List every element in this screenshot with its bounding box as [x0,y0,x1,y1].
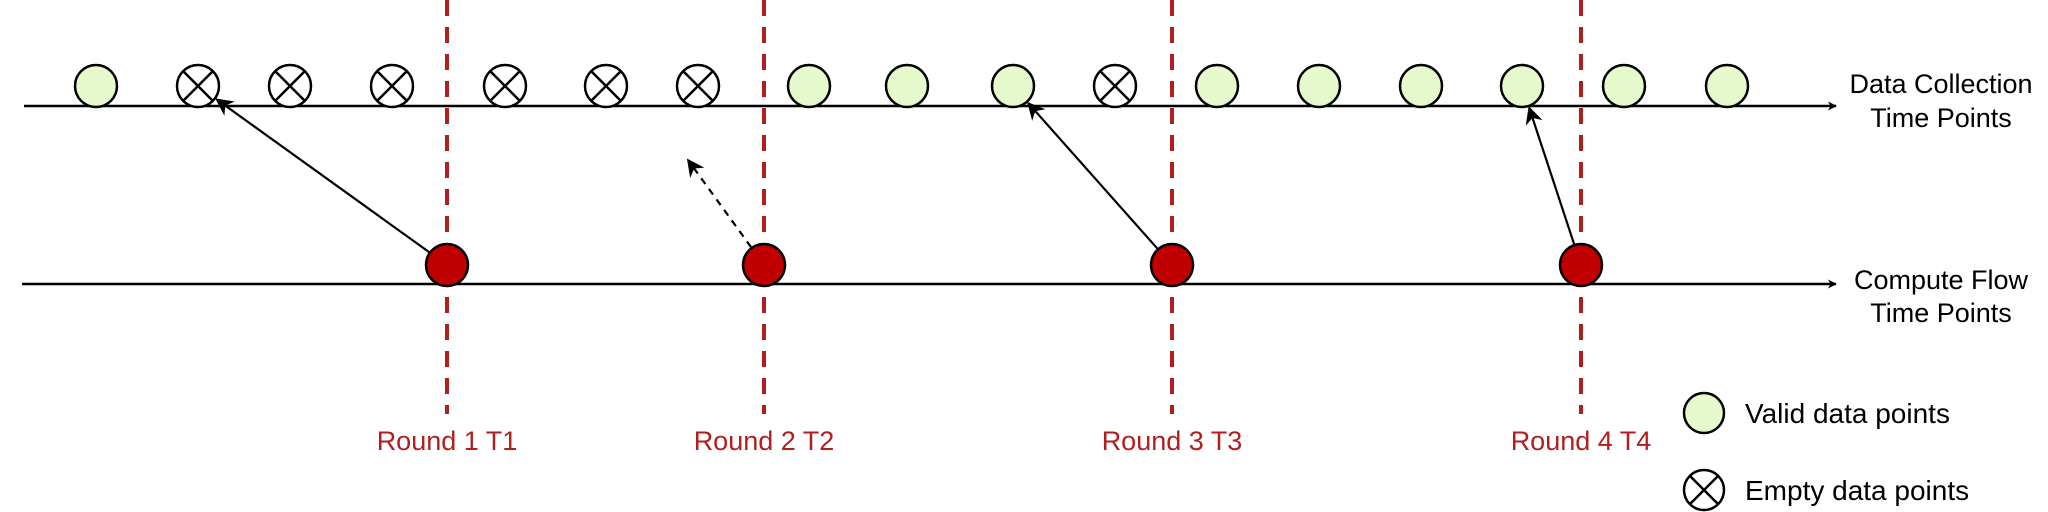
data-collection-label-line1: Data Collection [1849,69,2032,99]
valid-data-point [73,63,119,109]
round-label: Round 2 T2 [694,426,835,456]
round-label: Round 4 T4 [1511,426,1652,456]
fetch-arrow [1027,101,1159,250]
data-points [73,63,1750,109]
compute-flow-label-line2: Time Points [1870,298,2012,328]
round-label: Round 1 T1 [377,426,518,456]
legend-empty-icon [1682,468,1726,512]
empty-data-point [1092,63,1138,109]
compute-flow-label-line1: Compute Flow [1854,265,2029,295]
valid-data-point [1499,63,1545,109]
empty-data-point [675,63,721,109]
valid-data-point [1296,63,1342,109]
valid-data-point [1704,63,1750,109]
fetch-arrow [1525,106,1576,245]
fetch-arrow-dashed [686,158,752,248]
round-label: Round 3 T3 [1102,426,1243,456]
empty-data-point [267,63,313,109]
valid-data-point [786,63,832,109]
compute-node [1149,242,1195,288]
empty-data-point [175,63,221,109]
compute-node [741,242,787,288]
valid-data-point [1601,63,1647,109]
empty-data-point [369,63,415,109]
valid-data-point [884,63,930,109]
empty-data-point [482,63,528,109]
compute-node [424,242,470,288]
legend: Valid data points Empty data points [1682,391,1969,512]
compute-node [1558,242,1604,288]
compute-nodes [424,242,1604,288]
legend-valid-label: Valid data points [1745,398,1950,429]
valid-data-point [1398,63,1444,109]
round-lines [445,0,1583,414]
round-labels: Round 1 T1 Round 2 T2 Round 3 T3 Round 4 T4 [377,426,1652,456]
data-collection-label-line2: Time Points [1870,103,2012,133]
empty-data-point [583,63,629,109]
valid-data-point [1194,63,1240,109]
legend-empty-label: Empty data points [1745,475,1969,506]
legend-valid-icon [1682,391,1726,435]
valid-data-point [990,63,1036,109]
fetch-arrows [215,98,1576,254]
fetch-arrow [215,98,430,254]
